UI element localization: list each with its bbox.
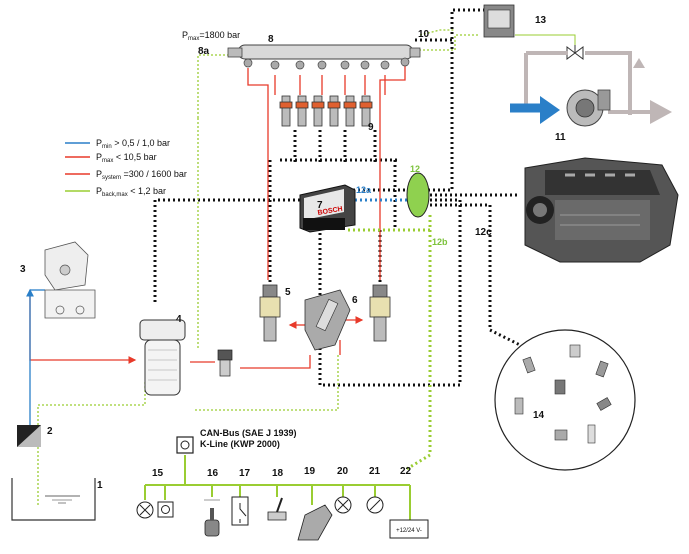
prefilter-hand-pump [44,241,96,319]
label-4: 4 [176,314,182,325]
egr-control-module [483,4,515,38]
ecu: BOSCH [299,184,356,233]
diagnostic-connector [176,436,194,454]
label-10: 10 [418,29,430,40]
label-19: 19 [304,466,316,477]
water-separator [17,425,41,447]
label-12: 12 [410,164,420,174]
label-16: 16 [207,468,219,479]
label-1: 1 [97,480,103,491]
label-12c: 12c [475,227,492,238]
label-13: 13 [535,15,547,26]
lever-18 [267,497,287,521]
label-8a: 8a [198,46,210,57]
legend: Pmin > 0,5 / 1,0 bar Pmax < 10,5 bar Psy… [65,138,187,198]
egr-arrow [633,58,645,68]
battery-label: +12/24 V- [396,528,422,534]
turbocharger [510,89,611,127]
ecu-brand-label: BOSCH [317,206,343,217]
legend-row-1: Pmax < 10,5 bar [96,152,157,164]
high-pressure-pump-right [369,284,391,342]
warning-lamp-20 [334,496,352,514]
engine-sensors-group [494,329,636,471]
legend-row-3: Pback,max < 1,2 bar [96,186,166,198]
sensor-connector-12 [406,172,430,218]
engine [524,157,679,263]
label-20: 20 [337,466,349,477]
common-rail [227,44,421,70]
fuel-filter [139,319,186,396]
indicator-21 [366,496,384,514]
switch-17 [231,496,249,526]
label-14: 14 [533,410,545,421]
warning-lamp-15 [136,501,154,519]
battery-22: +12/24 V- [389,519,429,539]
label-22: 22 [400,466,412,477]
label-18: 18 [272,468,284,479]
label-12a: 12a [356,185,372,195]
label-17: 17 [239,468,251,479]
label-21: 21 [369,466,381,477]
label-9: 9 [368,122,374,133]
legend-row-2: Psystem =300 / 1600 bar [96,169,187,181]
injectors [279,95,373,127]
exhaust-arrow [650,100,672,124]
label-5: 5 [285,287,291,298]
bus-bar [144,455,411,520]
label-6: 6 [352,295,358,306]
return-lines [37,29,480,505]
low-pressure-lines [26,198,415,425]
can-bus-label: CAN-Bus (SAE J 1939) [200,428,297,438]
label-3: 3 [20,264,26,275]
rail-pressure-label: Pmax=1800 bar [182,30,240,42]
ignition-key-16 [204,499,220,537]
diagnostic-lamp-15 [157,501,174,518]
label-11: 11 [555,132,566,143]
fuel-tank [11,478,96,521]
label-7: 7 [317,200,323,211]
label-12b: 12b [432,237,448,247]
label-8: 8 [268,34,274,45]
accelerator-pedal-19 [297,504,333,541]
legend-row-0: Pmin > 0,5 / 1,0 bar [96,138,170,150]
exhaust-gas-flow [524,51,650,115]
fuel-pressure-sensor [217,349,233,377]
k-line-label: K-Line (KWP 2000) [200,439,280,449]
metering-unit [304,289,351,351]
label-15: 15 [152,468,164,479]
label-2: 2 [47,426,53,437]
high-pressure-pump-left [259,284,281,342]
